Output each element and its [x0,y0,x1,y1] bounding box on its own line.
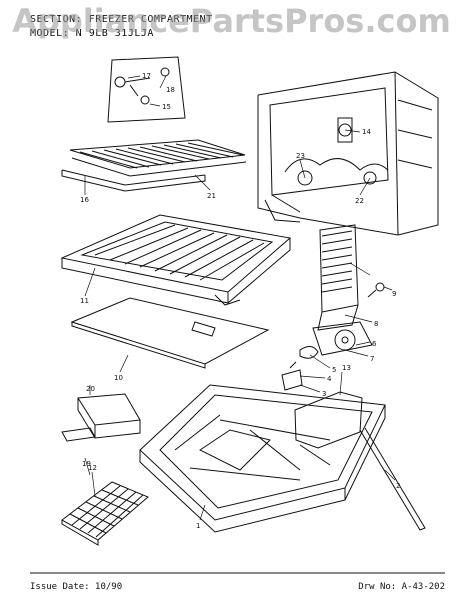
insulation-pad [70,297,270,369]
callout-5: 5 [332,366,336,374]
freezer-cabinet [257,71,439,236]
callout-22: 22 [355,197,364,205]
model-value: N 9LB 31JLJA [75,28,154,39]
callout-1: 1 [196,522,200,530]
section-line: SECTION: FREEZER COMPARTMENT [30,14,213,25]
ice-cube-tray [61,481,149,546]
callout-9: 9 [392,290,396,298]
callout-4: 4 [327,375,332,383]
freezer-shelf-tray [60,214,292,306]
watermark-text: AppliancePartsPros.com [12,2,451,40]
inset-light-parts [107,56,186,123]
callout-13: 13 [342,364,351,372]
callout-3: 3 [322,390,326,398]
section-label: SECTION: [30,14,83,25]
model-line: MODEL: N 9LB 31JLJA [30,28,154,39]
callout-19: 19 [82,460,91,468]
callout-12: 12 [88,464,97,472]
callout-7: 7 [370,355,374,363]
callout-14: 14 [362,128,371,136]
wire-shelf [61,139,247,192]
callout-23: 23 [296,152,305,160]
callout-20: 20 [86,385,95,393]
callout-labels: 17 18 15 16 21 14 23 22 11 10 9 8 7 6 5 … [80,72,400,530]
leader-lines [84,75,396,521]
callout-15: 15 [162,103,171,111]
callout-6: 6 [372,340,377,348]
model-label: MODEL: [30,28,70,39]
ice-bin [61,393,141,442]
section-value: FREEZER COMPARTMENT [88,14,213,25]
callout-2: 2 [396,482,400,490]
callout-10: 10 [114,374,123,382]
evaporator-cover [317,224,385,331]
callout-11: 11 [80,297,89,305]
issue-date: Issue Date: 10/90 [30,582,123,592]
callout-21: 21 [207,192,216,200]
freezer-floor-pan [139,384,426,533]
callout-8: 8 [374,320,378,328]
callout-17: 17 [142,72,151,80]
callout-16: 16 [80,196,89,204]
drawing-number: Drw No: A-43-202 [358,582,445,592]
callout-18: 18 [166,86,175,94]
